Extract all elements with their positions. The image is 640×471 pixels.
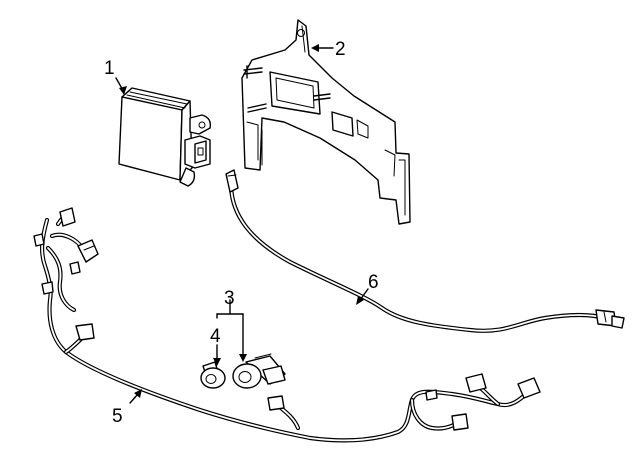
bumper-harness: [33, 207, 541, 443]
control-module: [118, 87, 212, 187]
callout-1: 1: [104, 58, 115, 79]
callout-leaders: [115, 44, 369, 404]
callout-4: 4: [210, 326, 221, 347]
callout-6: 6: [368, 272, 379, 293]
mounting-bracket: [241, 19, 411, 225]
sensor-large: [232, 353, 286, 389]
callout-2: 2: [335, 39, 346, 60]
callout-5: 5: [112, 406, 123, 427]
antenna-harness: [225, 169, 625, 333]
callout-3: 3: [224, 288, 235, 309]
sensor-small: [200, 361, 226, 389]
